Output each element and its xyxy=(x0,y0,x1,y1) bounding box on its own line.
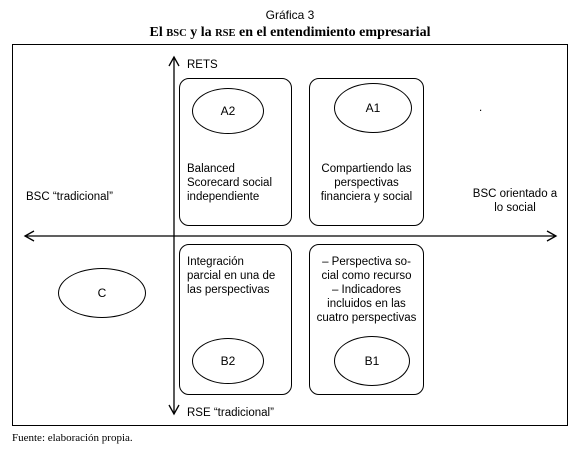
vertical-axis-arrowhead-bottom xyxy=(168,404,180,416)
quadrant-b1-box xyxy=(309,244,424,395)
oval-c: C xyxy=(58,268,146,318)
title-part-3: en el entendimiento empresarial xyxy=(235,25,431,40)
title-part-1: El xyxy=(149,25,167,40)
figure-caption: Gráfica 3 xyxy=(265,8,315,22)
title-part-bsc: BSC xyxy=(166,28,187,39)
quadrant-a1-box xyxy=(309,78,424,226)
quadrant-b2-line-2: parcial en una de xyxy=(187,270,276,282)
quadrant-b2-line-1: Integración xyxy=(187,256,244,268)
horizontal-axis-arrowhead-left xyxy=(23,230,35,242)
oval-a2: A2 xyxy=(192,88,264,134)
quadrant-b1-line-1: – Perspectiva so- xyxy=(322,256,411,268)
quadrant-b1-line-4: incluidos en las xyxy=(327,298,406,310)
figure-source: Fuente: elaboración propia. xyxy=(12,432,133,444)
quadrant-a1-line-1: Compartiendo las xyxy=(321,163,412,175)
quadrant-b2-box xyxy=(179,244,292,395)
diagram-frame xyxy=(12,44,568,426)
quadrant-a2-text: Balanced Scorecard social independiente xyxy=(187,162,272,204)
oval-a1: A1 xyxy=(334,83,412,133)
figure-title: El BSC y la RSE en el entendimiento empr… xyxy=(0,25,580,41)
quadrant-b1-text: – Perspectiva so- cial como recurso – In… xyxy=(309,255,424,325)
quadrant-a2-line-3: independiente xyxy=(187,191,260,203)
vertical-axis-arrowhead-top xyxy=(168,55,180,67)
quadrant-a2-line-2: Scorecard social xyxy=(187,177,273,189)
oval-b2: B2 xyxy=(192,338,264,384)
quadrant-b1-line-3: – Indicadores xyxy=(331,284,402,296)
quadrant-b1-line-5: cuatro perspectivas xyxy=(316,312,417,324)
title-part-rse: RSE xyxy=(215,28,236,39)
quadrant-a2-line-1: Balanced xyxy=(187,163,235,175)
quadrant-b1-line-2: cial como recurso xyxy=(321,270,412,282)
title-part-2: y la xyxy=(186,25,216,40)
horizontal-axis-arrowhead-right xyxy=(546,230,558,242)
quadrant-b2-line-3: las perspectivas xyxy=(187,284,270,296)
quadrant-a1-line-3: financiera y social xyxy=(320,191,413,203)
axis-label-right: BSC orientado a lo social xyxy=(470,187,560,215)
quadrant-b2-text: Integración parcial en una de las perspe… xyxy=(187,255,275,297)
axis-label-bottom: RSE “tradicional” xyxy=(187,407,274,419)
axis-label-right-line-1: BSC orientado a xyxy=(472,188,558,200)
oval-b1: B1 xyxy=(334,336,410,386)
axis-label-left: BSC “tradicional” xyxy=(26,191,113,203)
quadrant-a1-text: Compartiendo las perspectivas financiera… xyxy=(309,162,424,204)
axis-label-top: RETS xyxy=(187,59,218,71)
quadrant-a1-line-2: perspectivas xyxy=(334,177,399,189)
stray-dot: . xyxy=(479,102,483,114)
quadrant-a2-box xyxy=(179,78,292,226)
axis-label-right-line-2: lo social xyxy=(494,202,536,214)
